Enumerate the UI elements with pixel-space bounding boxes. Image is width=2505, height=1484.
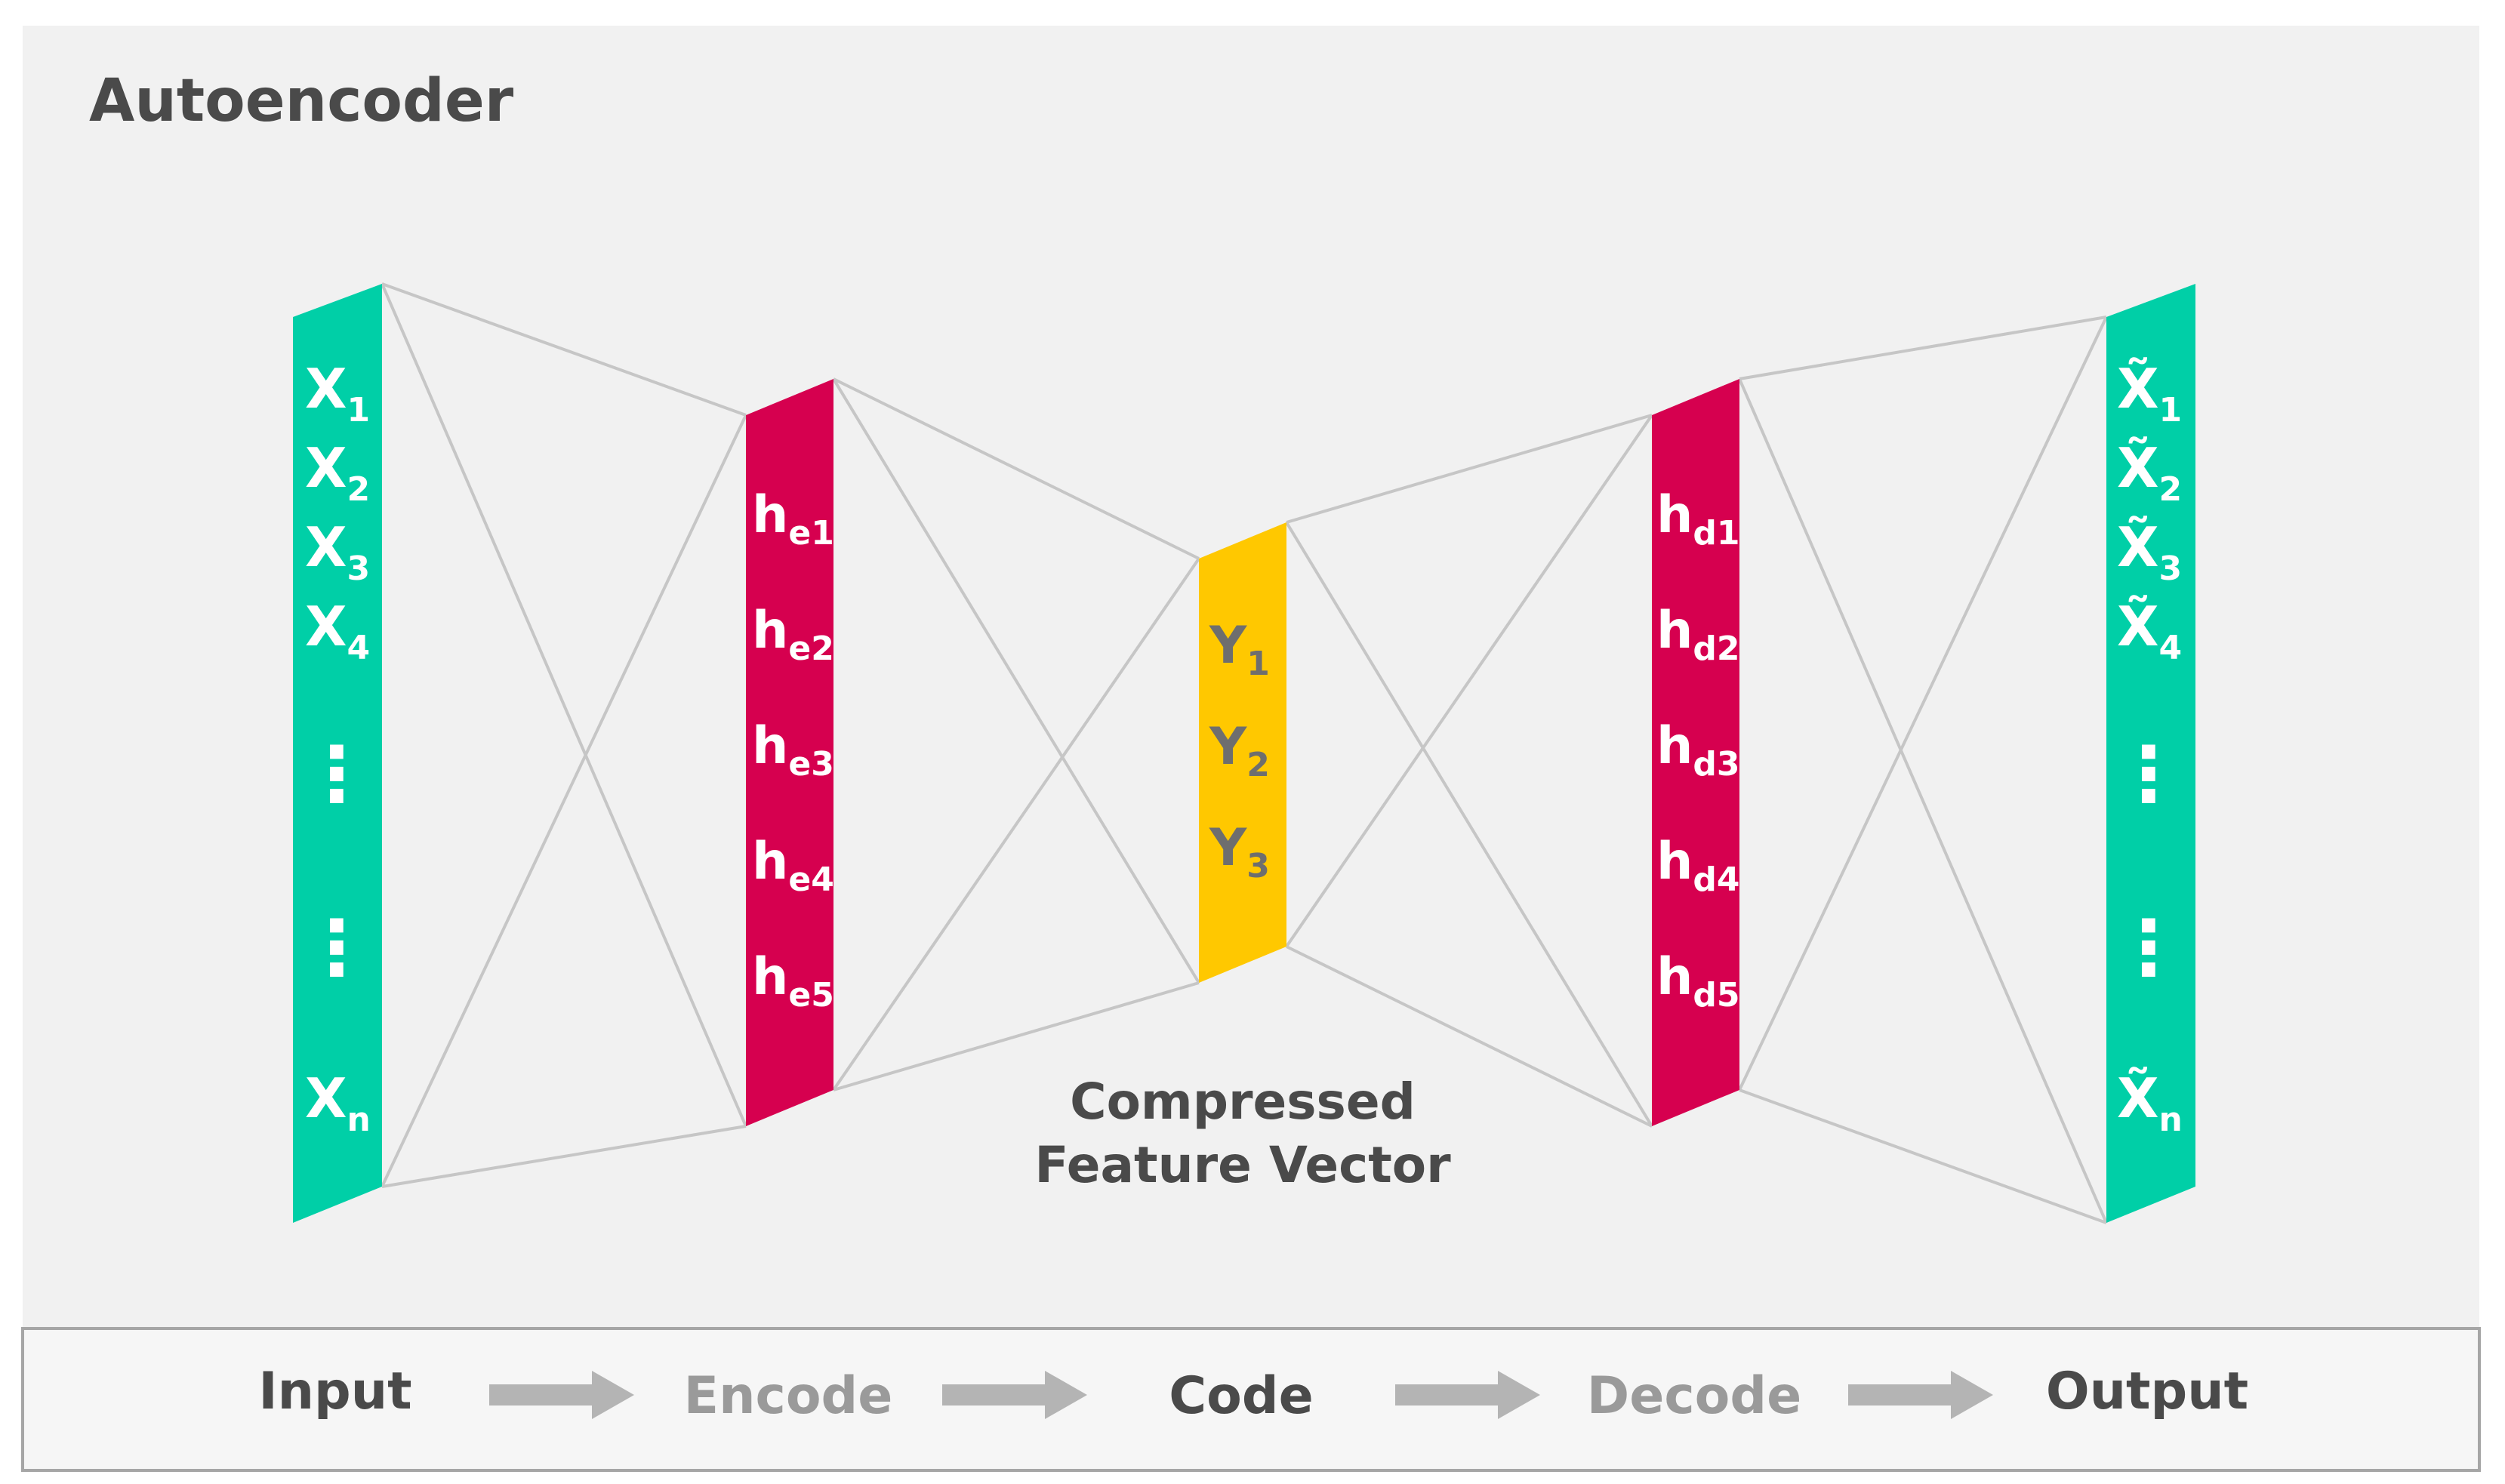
connection-line: [832, 557, 1200, 1091]
output-layer-bar: [2106, 284, 2195, 1223]
diagram-title: Autoencoder: [89, 67, 514, 135]
connection-line: [1738, 378, 2108, 1224]
encoder-node: he3: [752, 716, 834, 784]
input-node: X2: [305, 436, 370, 509]
connection-line: [381, 282, 747, 417]
pipeline-step-code: Code: [1169, 1366, 1313, 1426]
right-arrow-icon: [1848, 1371, 1993, 1419]
connection-lines: [381, 282, 2108, 1224]
decoder-node: hd4: [1656, 832, 1740, 899]
connection-line: [381, 1125, 747, 1188]
right-arrow-icon: [1395, 1371, 1540, 1419]
code-node: Y1: [1209, 616, 1270, 683]
connection-line: [1285, 414, 1653, 948]
pipeline-step-output: Output: [2046, 1362, 2248, 1421]
vertical-ellipsis-icon: ⋮: [299, 904, 374, 992]
output-node: X̃2: [2117, 436, 2182, 509]
encoder-node: he2: [752, 601, 834, 668]
pipeline-step-input: Input: [258, 1362, 411, 1421]
right-arrow-icon: [489, 1371, 634, 1419]
decoder-node: hd5: [1656, 947, 1740, 1014]
input-node: X1: [305, 357, 370, 429]
encoder-node: he4: [752, 832, 834, 899]
connection-line: [1286, 414, 1653, 524]
code-caption-line1: Compressed: [1070, 1073, 1416, 1131]
connection-line: [1286, 945, 1653, 1128]
output-node: X̃3: [2117, 516, 2182, 588]
encoder-node: he5: [752, 947, 834, 1014]
encoder-node: he1: [752, 485, 834, 553]
vertical-ellipsis-icon: ⋮: [2111, 904, 2186, 992]
output-node: X̃n: [2117, 1067, 2183, 1139]
code-layer-nodes: Y1 Y2 Y3: [1209, 616, 1270, 885]
connection-line: [1739, 1088, 2107, 1224]
right-arrow-icon: [942, 1371, 1087, 1419]
connection-line: [832, 377, 1200, 984]
connection-line: [381, 414, 747, 1187]
input-node: X3: [305, 516, 370, 588]
code-layer-bar: [1199, 522, 1286, 983]
decoder-layer-bar: [1652, 379, 1739, 1126]
decoder-node: hd3: [1656, 716, 1740, 784]
decoder-node: hd1: [1656, 485, 1740, 553]
encoder-layer-bar: [746, 379, 833, 1126]
input-node: Xn: [305, 1067, 371, 1139]
output-node: X̃1: [2117, 357, 2182, 429]
vertical-ellipsis-icon: ⋮: [299, 730, 374, 818]
connection-line: [1739, 316, 2107, 380]
pipeline-step-encode: Encode: [684, 1366, 893, 1426]
pipeline-labels: Input Encode Code Decode Output: [258, 1362, 2248, 1426]
code-caption-line2: Feature Vector: [1034, 1136, 1451, 1194]
encoder-layer-nodes: he1 he2 he3 he4 he5: [752, 485, 834, 1014]
vertical-ellipsis-icon: ⋮: [2111, 730, 2186, 818]
connection-line: [1285, 521, 1653, 1128]
output-node: X̃4: [2117, 595, 2182, 667]
connection-line: [381, 283, 747, 1127]
pipeline-panel: [21, 1327, 2481, 1472]
decoder-layer-nodes: hd1 hd2 hd3 hd4 hd5: [1656, 485, 1740, 1014]
decoder-node: hd2: [1656, 601, 1740, 668]
connection-line: [833, 377, 1200, 560]
input-layer-bar: [293, 284, 382, 1223]
pipeline-step-decode: Decode: [1587, 1366, 1801, 1426]
connection-line: [833, 981, 1200, 1091]
input-node: X4: [305, 595, 370, 667]
connection-line: [1738, 316, 2108, 1091]
code-node: Y3: [1209, 818, 1270, 885]
pipeline-arrows: [489, 1371, 1993, 1419]
output-layer-nodes: X̃1 X̃2 X̃3 X̃4 X̃n: [2117, 357, 2183, 1139]
input-layer-nodes: X1 X2 X3 X4 Xn: [305, 357, 371, 1139]
code-node: Y2: [1209, 717, 1270, 784]
